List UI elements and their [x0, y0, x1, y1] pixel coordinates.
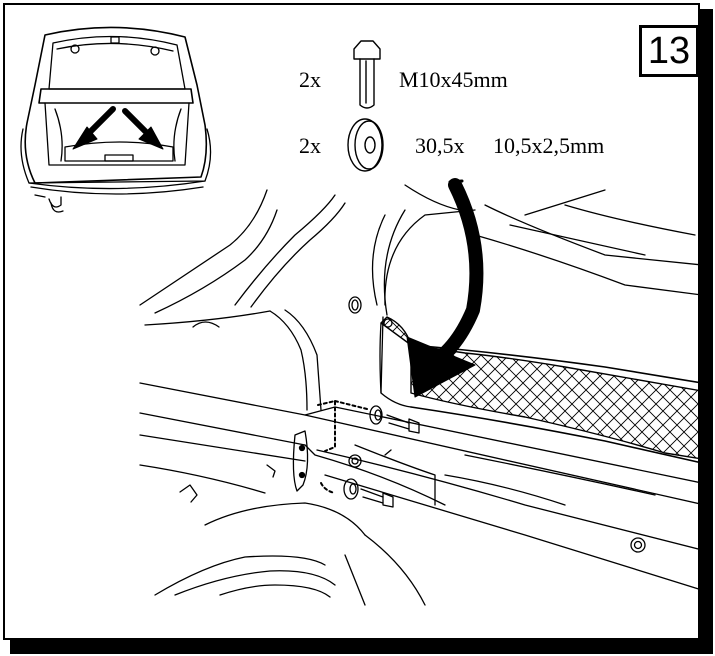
step-number: 13: [639, 25, 698, 77]
assembly-illustration: [20, 26, 698, 606]
lower-fastener: [320, 478, 394, 508]
trunk-scene: [139, 178, 698, 606]
bolt-quantity: 2x: [299, 67, 321, 92]
washer-icon: [347, 118, 384, 172]
washer-spec-outer: 30,5x: [415, 133, 465, 158]
upper-fastener: [369, 405, 420, 434]
bolt-spec: M10x45mm: [399, 67, 508, 92]
car-thumbnail: [20, 26, 212, 213]
instruction-panel: 13 2x M10x45mm 2x 30,5x 10,5x2,5mm: [3, 3, 700, 640]
washer-spec-inner: 10,5x2,5mm: [493, 133, 605, 158]
bolt-icon: [353, 40, 381, 109]
washer-quantity: 2x: [299, 133, 321, 158]
